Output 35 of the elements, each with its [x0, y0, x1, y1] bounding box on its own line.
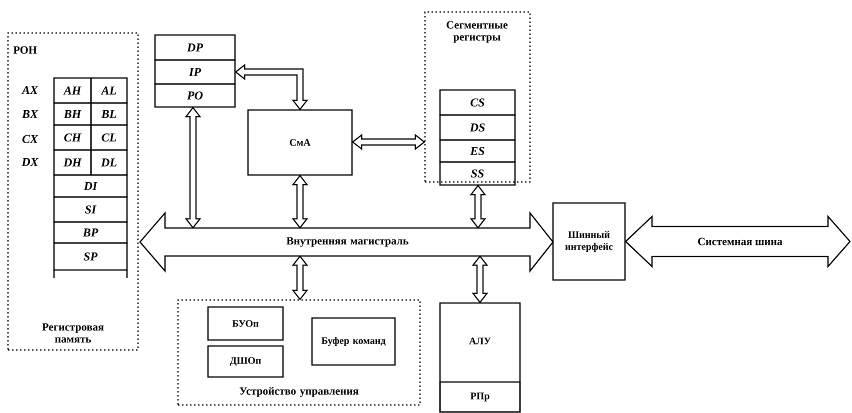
register-cell: CS	[439, 89, 516, 116]
register-cell: DP	[154, 34, 236, 61]
register-cell: DI	[53, 174, 128, 198]
block-box: Буфер команд	[311, 317, 396, 366]
register-cell: SS	[439, 161, 516, 186]
register-cell: AL	[90, 77, 128, 104]
register-cell: DL	[90, 149, 128, 176]
register-cell: BH	[53, 102, 92, 126]
block-box: РПр	[439, 381, 521, 413]
frame-title: Сегментные регистры	[446, 21, 508, 43]
register-pair-name: BX	[22, 110, 38, 118]
block-box: Шинный интерфейс	[552, 202, 626, 281]
block-box: БУОп	[207, 306, 284, 341]
register-pair-name: AX	[21, 86, 38, 94]
block-box: СмА	[247, 109, 353, 176]
register-cell: DS	[439, 114, 516, 141]
register-cell: SP	[53, 242, 128, 271]
bus-band: Внутренняя магистраль	[139, 211, 554, 273]
register-cell: PO	[154, 83, 236, 108]
register-cell: AH	[53, 77, 92, 104]
register-cell: BL	[90, 102, 128, 126]
frame-title: РОН	[13, 46, 37, 54]
register-cell: CL	[90, 124, 128, 151]
register-cell: DH	[53, 149, 92, 176]
register-pair-name: DX	[22, 158, 39, 166]
register-cell: BP	[53, 221, 128, 244]
frame-title: Регистровая память	[42, 323, 104, 343]
edge-label: Системная шина	[698, 238, 782, 246]
register-cell: ES	[439, 139, 516, 163]
register-cell: IP	[154, 59, 236, 85]
register-cell: CH	[53, 124, 92, 151]
frame-title: Устройство управления	[240, 387, 358, 397]
register-cell: SI	[53, 196, 128, 223]
block-box: ДШОп	[207, 345, 284, 378]
register-pair-name: CX	[22, 134, 38, 144]
